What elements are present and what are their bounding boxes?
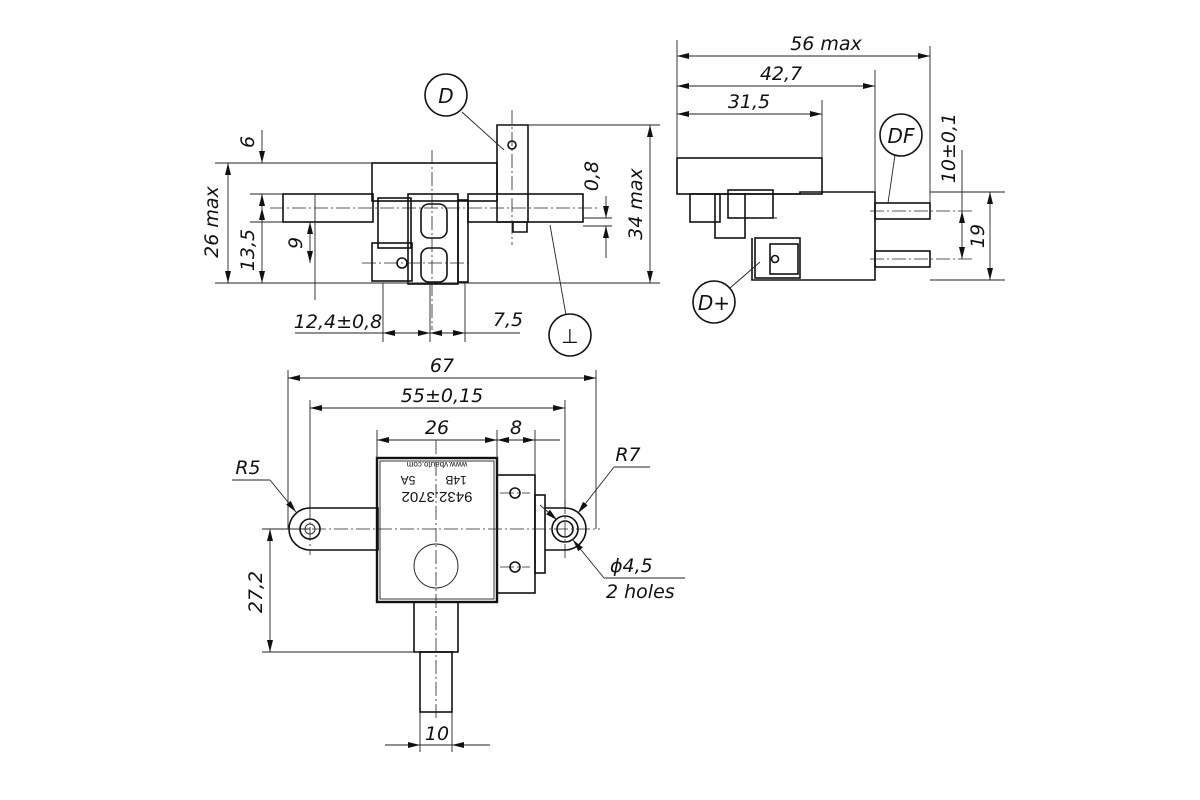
housing-top-view (375, 456, 499, 604)
current-rating: 5A (401, 473, 416, 487)
dim-13-5: 13,5 (237, 229, 259, 271)
hole-count: 2 holes (606, 581, 675, 603)
dim-12-4: 12,4±0,8 (294, 311, 382, 333)
upper-screw (420, 203, 448, 239)
dim-67: 67 (430, 355, 454, 377)
terminal-strip-edge (534, 494, 546, 574)
website: www.vbauto.com (406, 460, 468, 469)
lower-screw (420, 247, 448, 283)
dim-26max: 26 max (201, 185, 223, 257)
dim-7-5: 7,5 (493, 309, 523, 331)
side-block-left (714, 193, 746, 239)
df-callout (879, 113, 923, 157)
dim-10: 10±0,1 (938, 113, 960, 183)
side-view: 56 max 42,7 31,5 10±0,1 19 DF D+ (676, 33, 1005, 324)
dim-10-shaft: 10 (425, 723, 449, 745)
dim-0-8: 0,8 (581, 161, 603, 191)
side-body (745, 191, 876, 281)
terminal-block (407, 193, 459, 285)
center-boss (413, 543, 459, 589)
dplus-tab-hole (770, 254, 780, 264)
front-view: 6 26 max 13,5 9 0,8 34 max 12,4±0,8 7,5 … (201, 73, 660, 357)
side-housing-top (676, 157, 823, 195)
dplus-callout (692, 280, 736, 324)
dim-27-2: 27,2 (245, 571, 267, 613)
housing-top (371, 162, 498, 202)
radius-r5: R5 (235, 457, 260, 479)
housing-marking: 9432.3702 14B 5A www.vbauto.com (401, 460, 473, 505)
ground-callout (548, 313, 592, 357)
dim-42-7: 42,7 (760, 63, 802, 85)
dplus-label: D+ (698, 291, 730, 315)
dim-9: 9 (285, 237, 307, 249)
ground-label: ⊥ (561, 324, 578, 348)
top-view: 67 55±0,15 26 8 27,2 10 R5 R7 ϕ4,5 2 hol… (232, 355, 685, 752)
df-label: DF (888, 124, 915, 148)
hole-diameter: ϕ4,5 (610, 555, 653, 577)
housing-left-block (377, 197, 412, 249)
ground-tab (512, 222, 528, 233)
housing-lower-left (371, 242, 413, 282)
side-flange (689, 193, 721, 223)
dim-56max: 56 max (790, 33, 862, 55)
part-number: 9432.3702 (402, 488, 473, 505)
d-terminal-blade (496, 124, 529, 223)
dim-19: 19 (967, 224, 989, 248)
side-connector (754, 237, 801, 279)
terminal-block-side (457, 199, 469, 283)
dim-34max: 34 max (625, 167, 647, 239)
dim-31-5: 31,5 (728, 91, 770, 113)
dim-55: 55±0,15 (401, 385, 483, 407)
dplus-tab (769, 243, 799, 275)
terminal-d-label: D (438, 84, 453, 108)
terminal-d-callout (424, 73, 468, 117)
voltage-rating: 14B (445, 473, 466, 487)
radius-r7: R7 (615, 444, 640, 466)
dim-26: 26 (425, 417, 449, 439)
dim-8: 8 (510, 417, 522, 439)
dim-6: 6 (237, 136, 259, 148)
